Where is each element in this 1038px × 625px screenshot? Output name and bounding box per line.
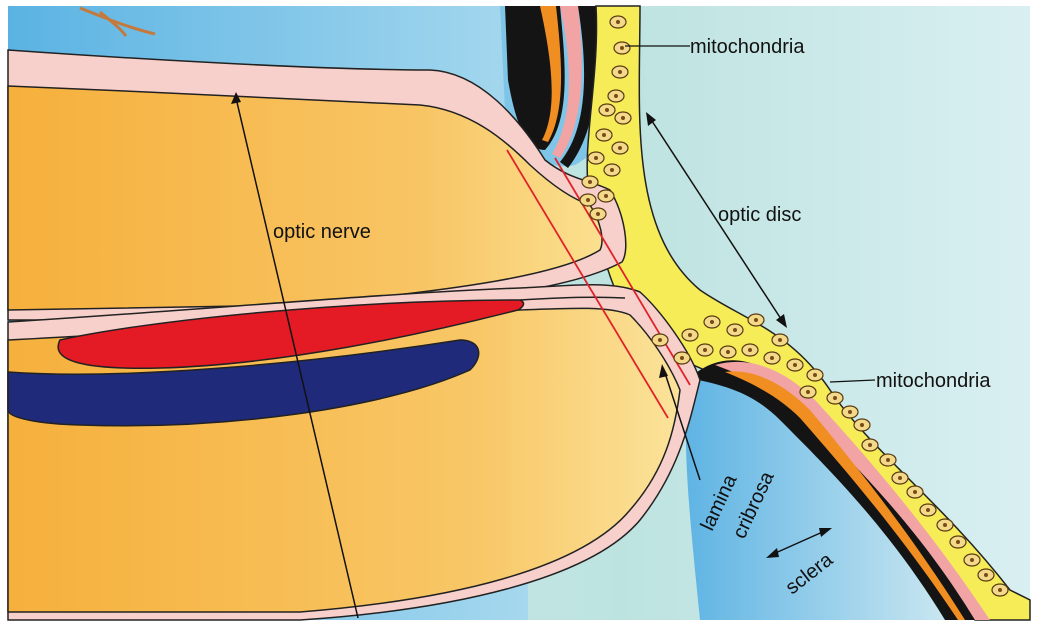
mitochondrion-crista [602,133,606,137]
mitochondrion-crista [605,108,609,112]
mitochondrion-crista [943,523,947,527]
mitochondrion-crista [913,490,917,494]
mitochondrion-crista [970,558,974,562]
mitochondrion-crista [726,350,730,354]
mitochondrion-crista [621,116,625,120]
mitochondrion-crista [616,20,620,24]
mitochondrion-crista [658,338,662,342]
mitochondrion-crista [898,476,902,480]
mitochondrion-crista [703,348,707,352]
mitochondrion-crista [806,390,810,394]
mitochondrion-crista [860,423,864,427]
mitochondria-right-label: mitochondria [876,370,991,392]
optic-disc-label: optic disc [718,204,801,226]
mitochondrion-crista [770,356,774,360]
mitochondrion-crista [688,333,692,337]
mitochondrion-crista [588,180,592,184]
mitochondrion-crista [604,194,608,198]
optic-nerve-label: optic nerve [273,221,371,243]
mitochondrion-crista [793,363,797,367]
mitochondrion-crista [833,396,837,400]
mitochondrion-crista [886,458,890,462]
mitochondrion-crista [998,588,1002,592]
mitochondrion-crista [614,94,618,98]
mitochondrion-crista [754,318,758,322]
mitochondrion-crista [848,410,852,414]
mitochondrion-crista [620,46,624,50]
mitochondrion-crista [618,70,622,74]
mitochondrion-crista [710,320,714,324]
mitochondrion-crista [733,328,737,332]
mitochondrion-crista [813,373,817,377]
mitochondrion-crista [868,443,872,447]
mitochondrion-crista [610,168,614,172]
mitochondrion-crista [778,338,782,342]
mitochondria-top-label: mitochondria [690,36,805,58]
mitochondrion-crista [680,356,684,360]
mitochondrion-crista [984,573,988,577]
mitochondrion-crista [618,146,622,150]
mitochondrion-crista [748,348,752,352]
mitochondrion-crista [956,540,960,544]
mitochondrion-crista [586,198,590,202]
mitochondrion-crista [594,156,598,160]
mitochondrion-crista [926,508,930,512]
mitochondrion-crista [596,212,600,216]
